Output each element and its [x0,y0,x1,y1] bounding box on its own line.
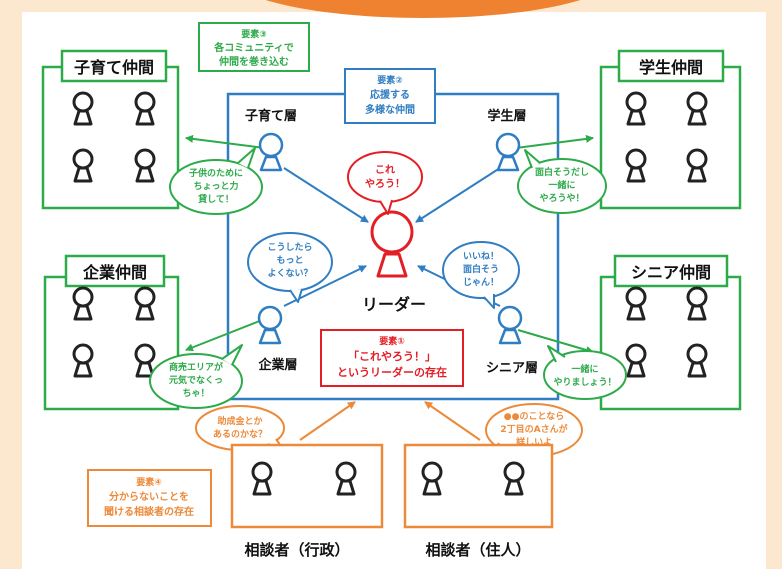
element-3-line-3: 仲間を巻き込む [219,55,289,68]
company-speech-bubble: 商売エリアが 元気でなくっ ちゃ！ [149,344,243,409]
layer-label-student: 学生層 [487,108,526,124]
leader-figure [370,210,414,278]
senior-layer-bubble-line-1: いいね！ [463,251,499,262]
group-box-student: 学生仲間 [599,49,742,210]
element-2-line-1: 要素② [377,74,403,86]
child-bubble-line-3: 貸して！ [198,193,234,205]
group-box-child: 子育て仲間 [41,49,180,210]
element-2-line-3: 多様な仲間 [365,103,415,116]
leader-bubble-line-2: やろう！ [365,178,405,190]
student-bubble-line-3: やろうや！ [539,193,584,204]
child-bubble-line-2: ちょっと力 [193,180,238,192]
company-layer-bubble-line-2: もっと [276,255,303,266]
group-label-company: 企業仲間 [82,263,147,282]
arrow-senior-to-group [517,329,594,354]
person-company-layer [257,305,283,345]
element-1-line-3: というリーダーの存在 [337,365,447,379]
company-bubble-line-2: 元気でなくっ [169,374,223,386]
student-bubble-line-1: 面白そうだし [535,166,589,178]
senior-bubble-line-1: 一緒に [571,363,598,375]
company-layer-bubble-line-1: こうしたら [267,242,312,253]
group-label-child: 子育て仲間 [74,58,154,77]
student-speech-bubble: 面白そうだし 一緒に やろうや！ [517,149,607,214]
element-4-line-1: 要素④ [136,476,162,488]
person-senior-layer [497,305,523,345]
element-2-line-2: 応援する [370,88,410,101]
arrow-student-to-leader [415,167,501,223]
element-3-line-2: 各コミュニティで [213,41,293,54]
person-child-layer [258,132,284,172]
admin-bubble-line-2: あるのかな？ [213,429,267,440]
arrow-child-to-leader [283,167,369,223]
company-bubble-line-1: 商売エリアが [169,361,224,373]
consultant-resident-box [403,443,554,529]
senior-speech-bubble: 一緒に やりましょう！ [543,345,627,400]
company-bubble-line-3: ちゃ！ [182,388,209,399]
consultant-admin-box [230,443,384,529]
element-1-box: 要素① 「これやろう！」 というリーダーの存在 [320,329,464,387]
arrow-company-to-group [185,319,263,352]
leader-bubble-line-1: これ [375,164,395,176]
arrow-child-to-group [185,134,266,149]
senior-layer-bubble-line-2: 面白そう [463,263,499,275]
admin-bubble-line-1: 助成金とか [217,415,262,427]
senior-layer-speech-bubble: いいね！ 面白そう じゃん！ [442,241,520,309]
layer-label-senior: シニア層 [486,361,538,376]
group-label-student: 学生仲間 [639,58,703,77]
child-bubble-line-1: 子供のために [189,167,243,179]
person-student-layer [495,132,521,172]
leader-speech-bubble: これ やろう！ [347,151,423,215]
senior-layer-bubble-line-3: じゃん！ [463,277,499,288]
resident-bubble-line-1: ●●のことなら [504,411,564,422]
group-label-senior: シニア仲間 [631,263,711,282]
element-4-line-3: 聞ける相談者の存在 [104,505,194,518]
element-4-box: 要素④ 分からないことを 聞ける相談者の存在 [87,469,212,527]
layer-label-child: 子育て層 [245,108,297,124]
arrow-admin-to-center [299,401,356,441]
child-speech-bubble: 子供のために ちょっと力 貸して！ [169,147,263,215]
element-1-line-2: 「これやろう！」 [348,349,436,363]
arrow-student-to-group [515,134,594,149]
consultant-resident-label: 相談者（住人） [425,541,530,559]
resident-speech-bubble: ●●のことなら 2丁目のAさんが 詳しいよ [485,403,583,457]
student-bubble-line-2: 一緒に [548,179,575,191]
leader-label: リーダー [362,295,426,314]
consultant-admin-label: 相談者（行政） [244,541,349,559]
element-3-line-1: 要素③ [241,28,267,40]
resident-bubble-line-2: 2丁目のAさんが [500,423,568,435]
layer-label-company: 企業層 [257,357,297,373]
group-box-senior: シニア仲間 [599,254,742,411]
element-2-box: 要素② 応援する 多様な仲間 [344,68,436,124]
arrow-resident-to-center [424,401,481,441]
company-layer-speech-bubble: こうしたら もっと よくない？ [247,232,333,303]
element-3-box: 要素③ 各コミュニティで 仲間を巻き込む [198,22,310,72]
senior-bubble-line-2: やりましょう！ [553,377,616,388]
element-1-line-1: 要素① [379,335,405,347]
company-layer-bubble-line-3: よくない？ [267,268,312,279]
element-4-line-2: 分からないことを [109,490,189,503]
